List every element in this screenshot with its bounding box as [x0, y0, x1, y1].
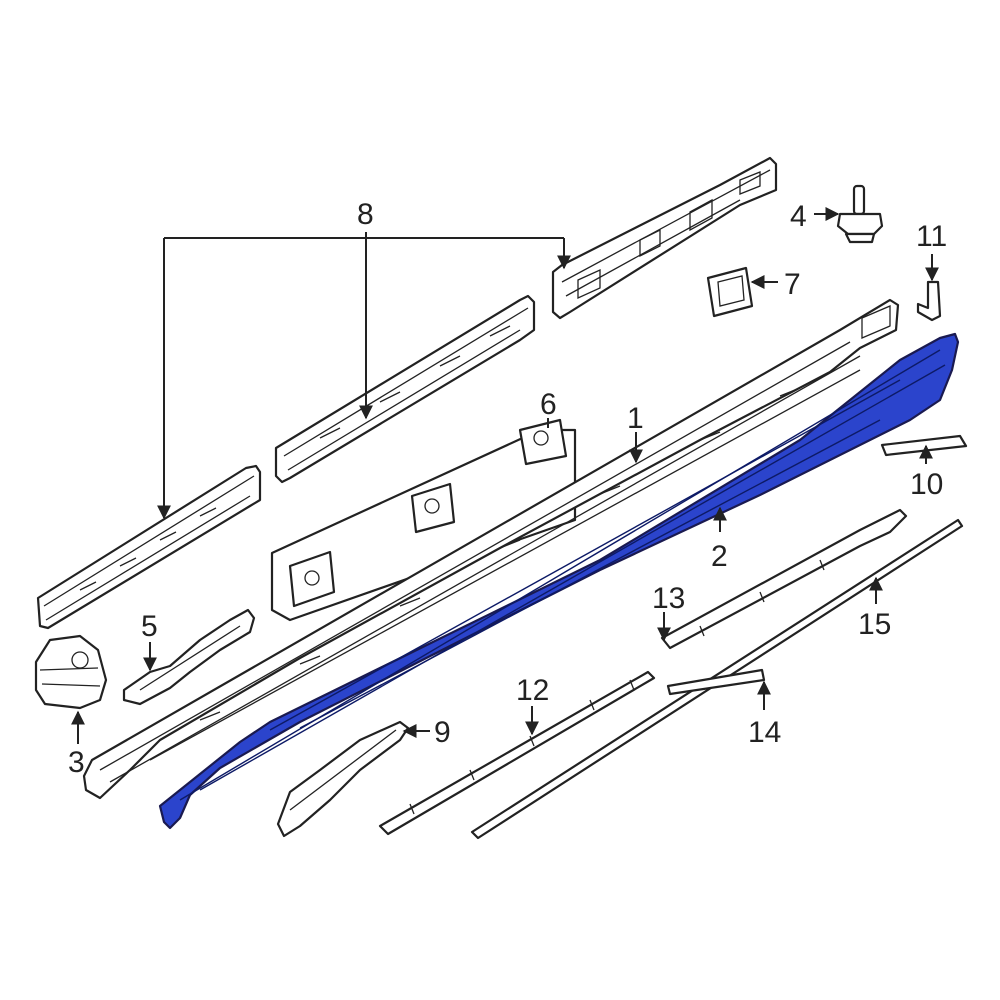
part-11-pin[interactable]: [916, 280, 942, 322]
part-4-grommet[interactable]: [836, 184, 884, 244]
part-6-clip-c[interactable]: [518, 418, 568, 466]
callout-labels: 1 2 3 4 5 6 7 8 9 10 11 12 13 14 15: [68, 198, 947, 779]
part-2-rocker-panel-shape[interactable]: [158, 332, 960, 830]
part-8-rail-rear[interactable]: [551, 156, 778, 320]
callout-14: 14: [748, 716, 781, 749]
callout-6: 6: [540, 388, 557, 421]
part-3-end-cap[interactable]: [34, 634, 108, 710]
callout-12: 12: [516, 674, 549, 707]
leaders: [71, 207, 939, 744]
part-1-rocker-reinforcement[interactable]: [82, 298, 900, 800]
part-8-rail-front[interactable]: [36, 464, 262, 630]
callout-9: 9: [434, 716, 451, 749]
part-10-strip[interactable]: [880, 434, 968, 457]
callout-11: 11: [916, 220, 947, 253]
part-7-clip[interactable]: [706, 266, 754, 318]
part-15-trim-strip[interactable]: [666, 668, 766, 696]
part-8-rail-middle[interactable]: [274, 294, 536, 484]
callout-5: 5: [141, 610, 158, 643]
callout-13: 13: [652, 582, 685, 615]
callout-2: 2: [711, 540, 728, 573]
callout-15: 15: [858, 608, 891, 641]
part-9-front-guard[interactable]: [276, 720, 410, 838]
part-12-molding[interactable]: [378, 670, 656, 836]
part-13-sill-trim[interactable]: [660, 508, 908, 650]
part-6-clip-a[interactable]: [288, 550, 336, 608]
callout-10: 10: [910, 468, 943, 501]
part-6-clip-b[interactable]: [410, 482, 456, 534]
callout-7: 7: [784, 268, 801, 301]
callout-3: 3: [68, 746, 85, 779]
callout-1: 1: [627, 402, 644, 435]
part-5-bracket[interactable]: [122, 608, 256, 706]
callout-4: 4: [790, 200, 807, 233]
part-2-rocker-panel[interactable]: [158, 332, 960, 830]
callout-8: 8: [357, 198, 374, 231]
